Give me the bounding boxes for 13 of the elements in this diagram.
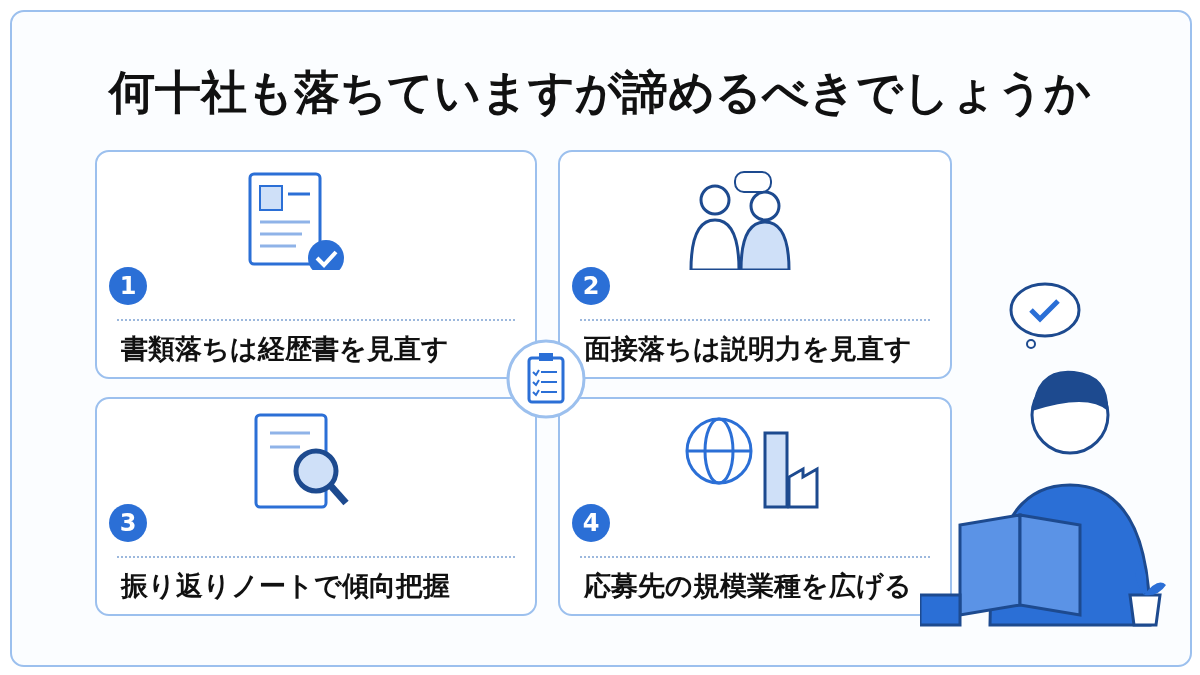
- step-text: 面接落ちは説明力を見直す: [584, 332, 912, 366]
- step-card: [95, 150, 537, 379]
- step-card: [558, 397, 952, 616]
- title: 何十社も落ちていますが諦めるべきでしょうか: [107, 64, 1092, 121]
- step-text: 書類落ちは経歴書を見直す: [121, 332, 449, 366]
- step-text: 振り返りノートで傾向把握: [121, 569, 450, 603]
- step-number: 1: [109, 267, 147, 305]
- step-card: [95, 397, 537, 616]
- step-card: [558, 150, 952, 379]
- step-number: 2: [572, 267, 610, 305]
- step-number: 3: [109, 504, 147, 542]
- step-text: 応募先の規模業種を広げる: [584, 569, 912, 603]
- step-number: 4: [572, 504, 610, 542]
